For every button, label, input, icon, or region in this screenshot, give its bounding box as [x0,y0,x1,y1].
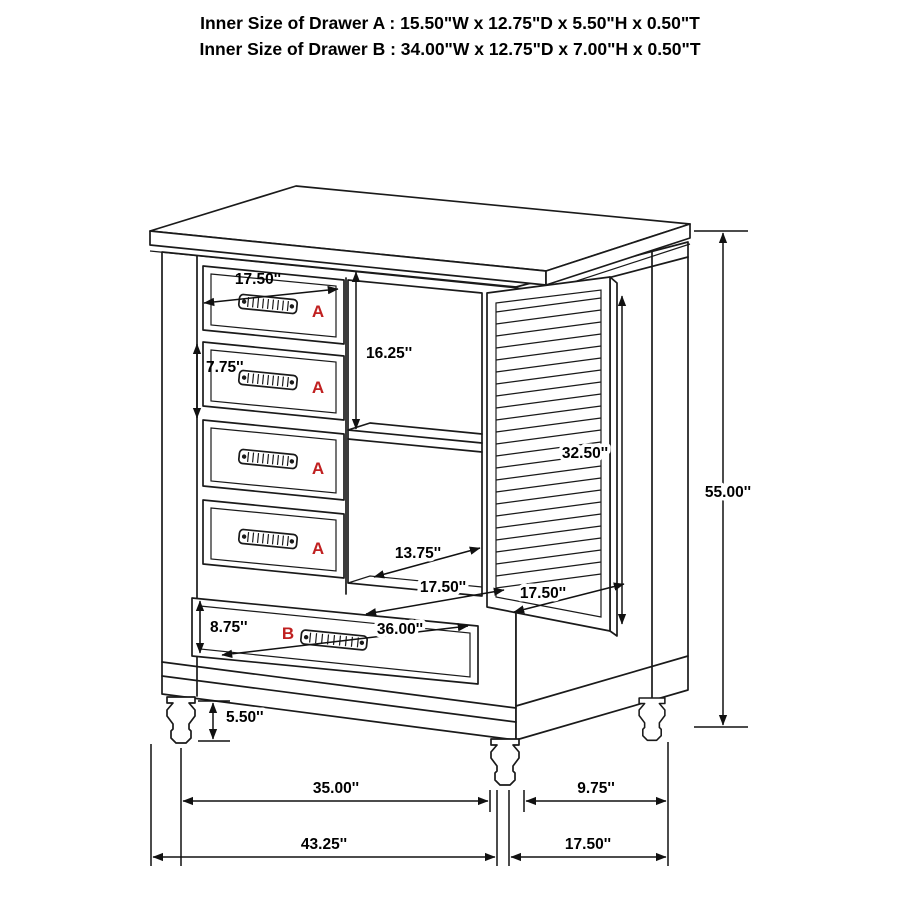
top-side-edge [545,223,691,286]
header: Inner Size of Drawer A : 15.50"W x 12.75… [0,10,900,62]
drawer-letter-labels: A A A A B [282,302,324,643]
dim-arrow-opening-width [365,587,505,617]
dim-label-side-lower-depth: 9.75'' [577,780,615,797]
door-frame [495,289,602,618]
dim-label-upper-height: 16.25'' [366,345,412,362]
drawer-a4-label: A [312,539,324,558]
dim-label-overall-height: 55.00'' [705,484,751,501]
louvered-door[interactable] [486,276,618,637]
drawer-a4-panel [210,507,337,572]
extension-lines [150,230,748,866]
dim-arrow-door-width [513,582,625,614]
dim-label-overall-depth: 17.50'' [565,836,611,853]
dim-arrow-drawer-b-width [221,623,469,658]
drawer-b-label: B [282,624,294,643]
front-left-leg [166,696,196,744]
front-right-leg [490,738,520,786]
dim-arrow-drawer-a-width [203,285,339,307]
dim-label-drawer-b-front-height: 8.75'' [210,619,248,636]
door-edge [609,276,618,637]
dim-arrow-shelf-depth [373,546,481,579]
dim-label-leg-span-width: 35.00'' [313,780,359,797]
back-right-leg [638,697,666,742]
drawer-a3-label: A [312,459,324,478]
dim-label-shelf-depth: 13.75'' [395,545,441,562]
door-louvers [495,297,602,589]
dim-label-drawer-b-width: 36.00'' [377,621,423,638]
drawer-b-inner-size-text: Inner Size of Drawer B : 34.00"W x 12.75… [199,39,701,59]
door-front [486,276,611,632]
drawer-a1-label: A [312,302,324,321]
compartment-floor [347,575,483,588]
drawer-a2-label: A [312,378,324,397]
drawer-a2-panel [210,349,337,414]
dim-label-opening-width: 17.50'' [420,579,466,596]
dimension-annotations: 17.50'' 16.25'' 7.75'' 32.50'' 55.00'' 1… [150,230,755,866]
drawer-a-inner-size-text: Inner Size of Drawer A : 15.50"W x 12.75… [200,13,700,33]
dim-label-drawer-a-width: 17.50'' [235,271,281,288]
drawer-a1-panel [210,273,337,338]
dim-label-door-width: 17.50'' [520,585,566,602]
dim-label-door-height: 32.50'' [562,445,608,462]
dim-label-leg-height: 5.50'' [226,709,264,726]
dim-label-overall-width: 43.25'' [301,836,347,853]
dim-label-drawer-a-front-height: 7.75'' [206,359,244,376]
drawer-a3-panel [210,427,337,494]
